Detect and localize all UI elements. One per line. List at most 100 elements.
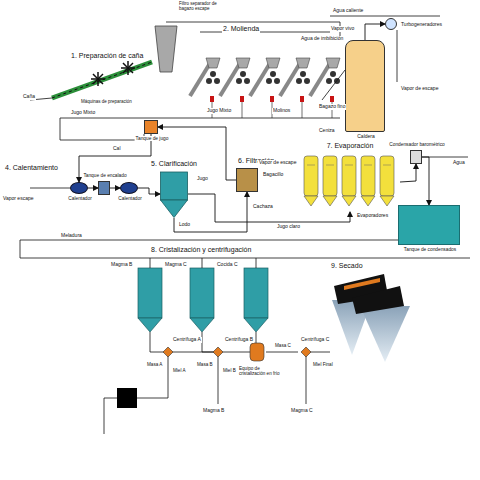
vacuum-pan-cone <box>244 318 268 332</box>
vacuum-pan <box>138 268 162 318</box>
vacuum-pan <box>190 268 214 318</box>
flow-line <box>88 188 98 189</box>
equipment-node: 6. Filtración <box>236 168 258 192</box>
clarifier-body <box>161 172 188 200</box>
stream-label: Vapor de escape <box>258 160 297 166</box>
process-pipes <box>397 30 398 82</box>
mill-roller <box>244 78 250 84</box>
stream-label: Molinos <box>272 108 291 114</box>
evaporator-body <box>361 156 375 196</box>
stream-label: Bagazo fino <box>318 104 346 110</box>
evaporator-body <box>380 156 394 196</box>
juice-pump <box>270 96 274 102</box>
equipment-node: Tanque de jugo <box>144 120 158 134</box>
evaporator-bodies <box>304 156 394 206</box>
evaporator-cone <box>304 196 318 206</box>
mill-roller <box>300 71 306 77</box>
evaporator-band <box>326 165 334 166</box>
sugar-storage <box>117 388 137 408</box>
process-pipes <box>30 188 70 189</box>
vacuum-pan-cone <box>138 318 162 332</box>
vacuum-pans <box>138 258 268 332</box>
cane-conveyor <box>91 61 135 86</box>
process-pipes <box>104 398 117 434</box>
equipment-node: Caldera <box>345 40 385 132</box>
evaporator-body <box>342 156 356 196</box>
mill-hopper <box>206 58 220 68</box>
process-pipes <box>330 16 440 17</box>
stream-label: Evaporadores <box>356 213 389 219</box>
equipment-label: Turbogeneradores <box>400 22 443 28</box>
mill-roller <box>304 78 310 84</box>
stage-title: 9. Secado <box>330 262 364 270</box>
process-pipes <box>306 356 307 404</box>
centrifuges <box>250 343 264 361</box>
cane-conveyor <box>52 62 152 98</box>
flow-label: Jugo claro <box>276 224 301 230</box>
mill-roller <box>210 71 216 77</box>
mill-roller <box>274 78 280 84</box>
process-pipes <box>256 332 257 343</box>
mill-roller <box>330 71 336 77</box>
equipment-node: Calentador <box>120 182 138 194</box>
evaporator-band <box>345 165 353 166</box>
stream-label: Magma C <box>164 262 188 268</box>
mill-roller <box>236 78 242 84</box>
cane-conveyor <box>123 63 133 73</box>
stream-label: Cocida C <box>216 262 239 268</box>
stream-label: Agua caliente <box>332 8 364 14</box>
stream-label: Equipo de cristalización en frío <box>238 366 284 376</box>
stream-label: Magma B <box>202 408 225 414</box>
mill-hopper <box>236 58 250 68</box>
clarifier-cone <box>161 200 188 218</box>
process-pipes <box>137 356 168 398</box>
evaporator-body <box>323 156 337 196</box>
equipment-label: 5. Clarificación <box>150 160 198 168</box>
stream-label: Centrífuga C <box>300 337 330 343</box>
stream-label: Magma B <box>110 262 133 268</box>
stream-label: Masa B <box>196 362 214 367</box>
stream-label: Máquinas de preparación <box>80 100 133 105</box>
stream-label: Filtro separador de bagazo escape <box>178 2 232 12</box>
feed-pipe <box>202 258 203 268</box>
evaporator-cone <box>323 196 337 206</box>
process-pipes <box>60 118 340 119</box>
evaporator-band <box>383 165 391 166</box>
process-pipes <box>200 32 330 33</box>
cane-conveyor <box>93 74 103 84</box>
equipment-node: 5. Clarificación <box>160 170 188 218</box>
process-pipes <box>222 352 250 353</box>
mill-hopper <box>296 58 310 68</box>
evaporator-band <box>307 165 315 166</box>
cane-conveyor <box>93 74 103 84</box>
sugar-storage <box>117 388 137 408</box>
stream-label: Cachaza <box>252 204 274 210</box>
stream-label: Meladura <box>60 233 83 239</box>
juice-pump <box>240 96 244 102</box>
process-pipes <box>20 16 470 434</box>
equipment-node: Tanque de encalado <box>98 181 110 195</box>
juice-pump <box>300 96 304 102</box>
equipment-label: Tanque de condensados <box>403 247 457 252</box>
stream-label: Lodo <box>178 222 191 228</box>
mill-roller <box>240 71 246 77</box>
vacuum-pan <box>244 268 268 318</box>
clarifier-outline <box>160 170 188 218</box>
mill-roller <box>270 71 276 77</box>
equipment-label: Caldera <box>356 134 376 140</box>
sugar-dryer <box>344 278 380 290</box>
centrifuges <box>213 347 223 357</box>
feed-pipe <box>256 258 257 268</box>
mill-roller <box>326 78 332 84</box>
stream-label: Masa A <box>146 362 163 367</box>
equipment-label: Calentador <box>67 196 92 201</box>
evaporator-body <box>304 156 318 196</box>
cane-conveyor <box>52 62 152 98</box>
evaporator-cone <box>380 196 394 206</box>
process-pipes <box>20 212 420 240</box>
stream-label: Masa C <box>274 343 292 348</box>
juice-pipe <box>242 102 243 118</box>
process-pipes <box>150 332 168 352</box>
sugar-dryer <box>332 274 410 362</box>
stream-label: Jugo Mixto <box>70 110 96 116</box>
